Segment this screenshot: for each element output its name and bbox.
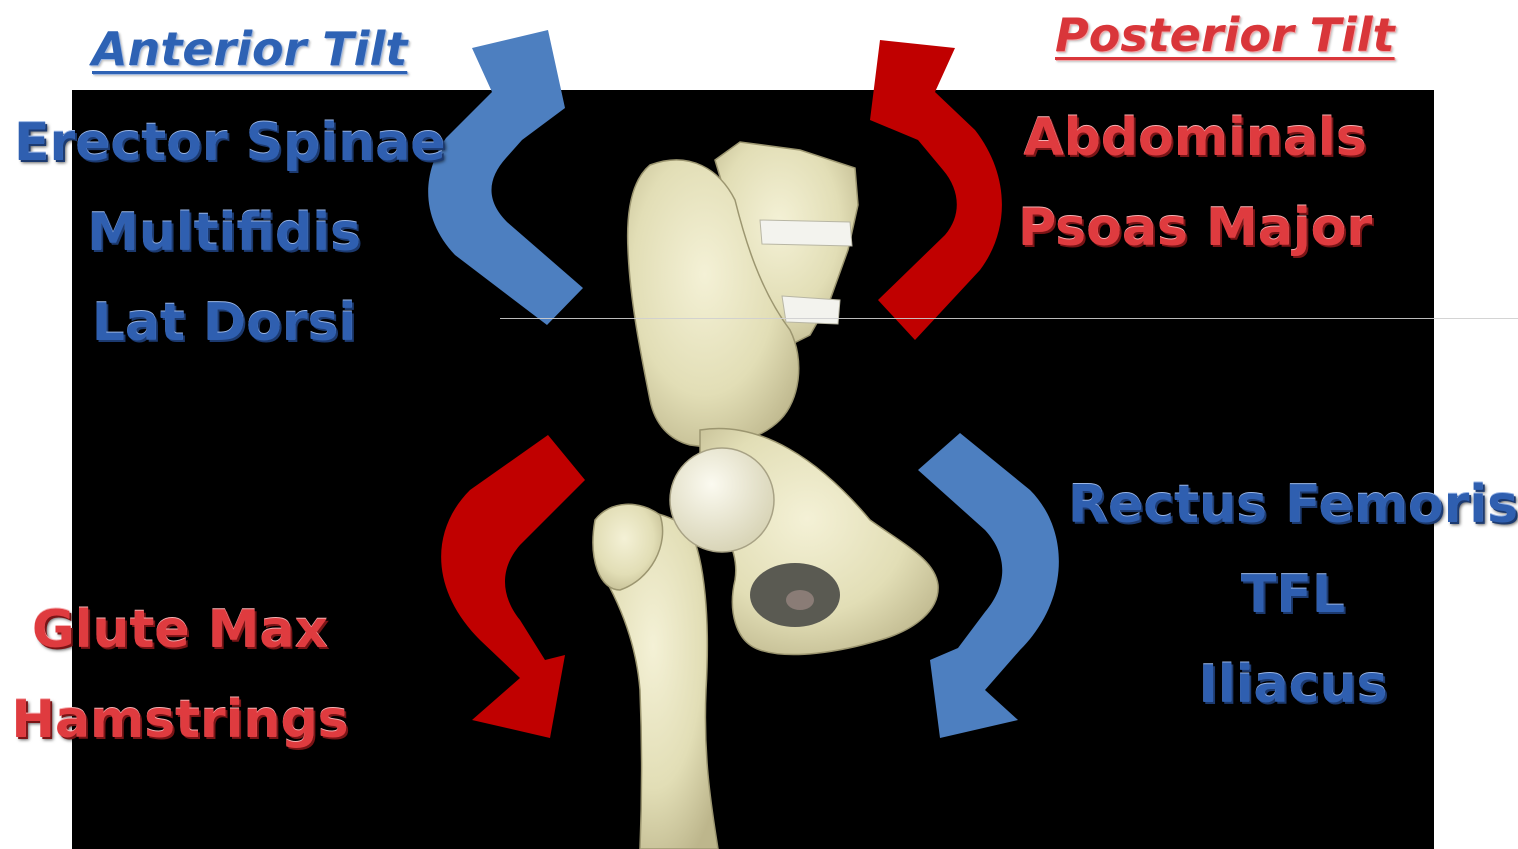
muscle-label: TFL [1068, 550, 1518, 640]
muscle-label: Psoas Major [1010, 183, 1380, 273]
posterior-lower-muscle-list: Glute Max Hamstrings [10, 585, 350, 765]
posterior-bottom-arrow [441, 435, 585, 738]
anterior-lower-muscle-list: Rectus Femoris TFL Iliacus [1068, 460, 1518, 730]
muscle-label: Abdominals [1010, 93, 1380, 183]
anterior-bottom-arrow [918, 433, 1059, 738]
muscle-label: Multifidis [14, 188, 434, 278]
muscle-label: Erector Spinae [14, 98, 434, 188]
posterior-tilt-heading: Posterior Tilt [1055, 12, 1395, 58]
muscle-label: Glute Max [10, 585, 350, 675]
anterior-upper-muscle-list: Erector Spinae Multifidis Lat Dorsi [14, 98, 434, 368]
divider-line [500, 318, 1518, 319]
posterior-top-arrow [870, 40, 1002, 340]
posterior-upper-muscle-list: Abdominals Psoas Major [1010, 93, 1380, 273]
muscle-label: Iliacus [1068, 640, 1518, 730]
anterior-top-arrow [428, 30, 583, 325]
anterior-tilt-heading: Anterior Tilt [92, 26, 407, 72]
muscle-label: Rectus Femoris [1068, 460, 1518, 550]
muscle-label: Lat Dorsi [14, 278, 434, 368]
muscle-label: Hamstrings [10, 675, 350, 765]
